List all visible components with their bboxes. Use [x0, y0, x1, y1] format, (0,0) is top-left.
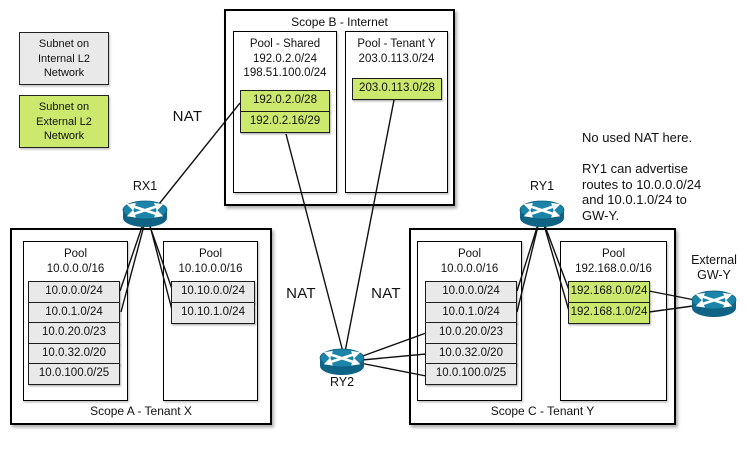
pool-c2-cidr: 192.168.0.0/16: [575, 262, 652, 275]
scope-c-title: Scope C - Tenant Y: [490, 404, 595, 418]
subnet-c-10-0-100-0-25: 10.0.100.0/25: [425, 363, 517, 385]
router-rx1-icon: [123, 201, 167, 227]
subnet-c-10-0-1-0-24: 10.0.1.0/24: [425, 301, 517, 324]
scope-a-title: Scope A - Tenant X: [90, 404, 192, 418]
router-ry1-icon: [520, 201, 564, 227]
pool-c1-title: Pool: [457, 248, 482, 260]
pool-shared-cidr-1: 192.0.2.0/24: [253, 52, 317, 65]
subnet-a-10-0-0-0-24: 10.0.0.0/24: [28, 281, 120, 303]
pool-shared-cidr-2: 198.51.100.0/24: [243, 67, 327, 79]
router-rx1-label: RX1: [132, 179, 158, 193]
pool-a2-cidr: 10.10.0.0/16: [178, 262, 243, 275]
pool-a1-cidr: 10.0.0.0/16: [46, 262, 105, 275]
subnet-a-10-0-20-0-23: 10.0.20.0/23: [28, 322, 120, 344]
subnet-c-192-168-1-0-24: 192.168.1.0/24: [568, 301, 650, 324]
router-ry2-label: RY2: [329, 375, 355, 389]
legend-internal-subnet: Subnet on Internal L2 Network: [19, 32, 109, 85]
subnet-203-0-113-0-28: 203.0.113.0/28: [352, 78, 442, 100]
nat-label-rx1: NAT: [172, 108, 203, 125]
nat-label-ry2-right: NAT: [371, 285, 401, 302]
subnet-c-192-168-0-0-24: 192.168.0.0/24: [568, 281, 650, 303]
scope-b-title: Scope B - Internet: [291, 15, 388, 29]
note-no-nat: No used NAT here.: [582, 130, 693, 145]
legend-external-subnet: Subnet on External L2 Network: [19, 95, 109, 148]
subnet-192-0-2-16-29: 192.0.2.16/29: [240, 110, 330, 133]
subnet-c-10-0-20-0-23: 10.0.20.0/23: [425, 322, 517, 344]
router-gwy-label: External GW-Y: [691, 253, 737, 282]
pool-a2-title: Pool: [198, 248, 223, 260]
router-gwy-icon: [692, 291, 736, 317]
router-ry1-label: RY1: [529, 179, 555, 193]
subnet-a-10-10-0-0-24: 10.10.0.0/24: [171, 281, 255, 303]
subnet-c-10-0-32-0-20: 10.0.32.0/20: [425, 342, 517, 365]
subnet-a-10-0-100-0-25: 10.0.100.0/25: [28, 363, 120, 385]
subnet-c-10-0-0-0-24: 10.0.0.0/24: [425, 281, 517, 303]
pool-tenant-y-title: Pool - Tenant Y: [357, 38, 436, 50]
pool-a1-title: Pool: [63, 248, 88, 260]
pool-c1-cidr: 10.0.0.0/16: [440, 262, 499, 275]
subnet-192-0-2-0-28: 192.0.2.0/28: [240, 90, 330, 112]
note-ry1-advertise: RY1 can advertise routes to 10.0.0.0/24 …: [582, 161, 702, 223]
subnet-a-10-10-1-0-24: 10.10.1.0/24: [171, 301, 255, 324]
subnet-a-10-0-1-0-24: 10.0.1.0/24: [28, 301, 120, 324]
pool-c2-title: Pool: [601, 248, 626, 260]
pool-tenant-y-cidr-1: 203.0.113.0/24: [358, 52, 435, 65]
subnet-a-10-0-32-0-20: 10.0.32.0/20: [28, 342, 120, 365]
pool-shared-title: Pool - Shared: [249, 38, 321, 50]
nat-label-ry2-left: NAT: [286, 285, 316, 302]
router-ry2-icon: [320, 349, 364, 375]
